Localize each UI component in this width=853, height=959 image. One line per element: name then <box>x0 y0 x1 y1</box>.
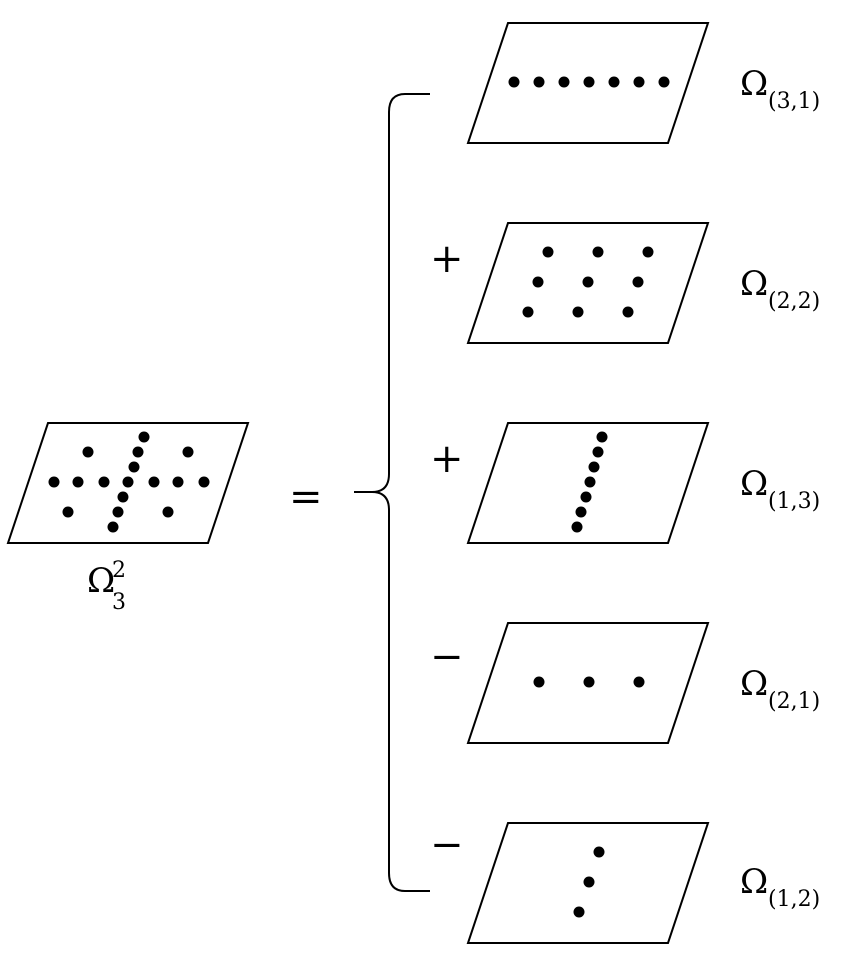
lattice-dot <box>98 476 110 488</box>
lhs-subscript: 3 <box>112 590 126 615</box>
lattice-dot <box>112 506 124 518</box>
term-symbol: Ω <box>740 264 768 304</box>
term-dots <box>508 76 670 88</box>
lhs-symbol: Ω <box>87 561 115 601</box>
lattice-dot <box>128 461 140 473</box>
lattice-dot <box>582 276 594 288</box>
lhs-dots <box>48 431 210 533</box>
lattice-dot <box>584 476 596 488</box>
term-sign: + <box>430 236 464 282</box>
lattice-dot <box>633 76 645 88</box>
lattice-dot <box>658 76 670 88</box>
lattice-dot <box>583 676 595 688</box>
lattice-dot <box>533 76 545 88</box>
lattice-dot <box>117 491 129 503</box>
lattice-dot <box>575 506 587 518</box>
curly-brace <box>354 93 430 892</box>
lattice-dot <box>148 476 160 488</box>
term-dots <box>571 431 608 533</box>
lhs-superscript: 2 <box>112 558 126 583</box>
term-parallelogram <box>466 622 710 744</box>
lattice-dot <box>138 431 150 443</box>
term-4: − Ω (2,1) <box>430 622 820 744</box>
lhs-panel <box>6 422 250 544</box>
lattice-dot <box>122 476 134 488</box>
term-subscript: (2,2) <box>768 289 820 314</box>
term-subscript: (3,1) <box>768 89 820 114</box>
term-sign: − <box>430 822 464 868</box>
lattice-dot <box>593 846 605 858</box>
lattice-dot <box>62 506 74 518</box>
lattice-dot <box>592 246 604 258</box>
lattice-dot <box>583 76 595 88</box>
term-parallelogram <box>466 822 710 944</box>
lattice-dot <box>580 491 592 503</box>
lattice-dot <box>571 521 583 533</box>
term-symbol: Ω <box>740 464 768 504</box>
lattice-dot <box>558 76 570 88</box>
term-parallelogram <box>466 222 710 344</box>
lattice-dot <box>588 461 600 473</box>
term-dots <box>533 676 645 688</box>
lattice-dot <box>107 521 119 533</box>
lhs-parallelogram <box>6 422 250 544</box>
lattice-dot <box>508 76 520 88</box>
lattice-dot <box>48 476 60 488</box>
lattice-dot <box>633 676 645 688</box>
term-3: + Ω (1,3) <box>430 422 820 544</box>
lattice-dot <box>542 246 554 258</box>
term-5: − Ω (1,2) <box>430 822 820 944</box>
lattice-dot <box>72 476 84 488</box>
lattice-dot <box>533 676 545 688</box>
lattice-dot <box>132 446 144 458</box>
term-sign: − <box>430 634 464 680</box>
equals-sign: = <box>289 474 323 520</box>
lattice-dot <box>572 306 584 318</box>
term-subscript: (1,2) <box>768 887 820 912</box>
lattice-dot <box>198 476 210 488</box>
lattice-dot <box>82 446 94 458</box>
lattice-dot <box>583 876 595 888</box>
lattice-dot <box>608 76 620 88</box>
term-sign: + <box>430 436 464 482</box>
term-parallelogram <box>466 422 710 544</box>
lattice-dot <box>573 906 585 918</box>
lattice-dot <box>622 306 634 318</box>
term-symbol: Ω <box>740 664 768 704</box>
term-symbol: Ω <box>740 64 768 104</box>
lattice-dot <box>182 446 194 458</box>
lattice-dot <box>522 306 534 318</box>
term-subscript: (2,1) <box>768 689 820 714</box>
lattice-dot <box>596 431 608 443</box>
lattice-dot <box>592 446 604 458</box>
term-dots <box>522 246 654 318</box>
term-parallelogram <box>466 22 710 144</box>
term-subscript: (1,3) <box>768 489 820 514</box>
term-dots <box>573 846 605 918</box>
lattice-dot <box>172 476 184 488</box>
lattice-dot <box>532 276 544 288</box>
lattice-dot <box>642 246 654 258</box>
lattice-dot <box>632 276 644 288</box>
term-symbol: Ω <box>740 862 768 902</box>
term-2: + Ω (2,2) <box>430 222 820 344</box>
term-1: Ω (3,1) <box>466 22 820 144</box>
lattice-dot <box>162 506 174 518</box>
